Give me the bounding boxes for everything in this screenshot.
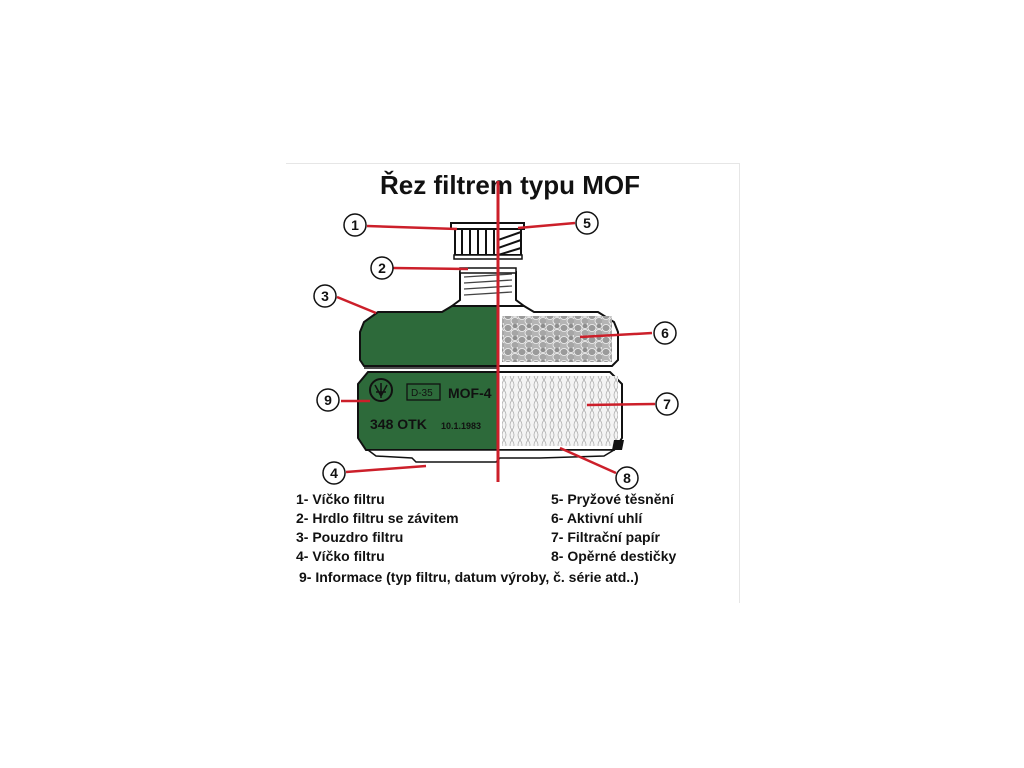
figure-frame-right: [739, 163, 740, 603]
callout-8: 8: [615, 466, 639, 490]
callout-3: 3: [313, 284, 337, 308]
callout-7: 7: [655, 392, 679, 416]
filter-paper-layer: [502, 376, 618, 446]
legend-item-5: 5- Pryžové těsnění: [551, 491, 674, 507]
legend-item-9: 9- Informace (typ filtru, datum výroby, …: [299, 569, 639, 585]
legend-item-2: 2- Hrdlo filtru se závitem: [296, 510, 459, 526]
callout-4: 4: [322, 461, 346, 485]
canister-cutaway: [497, 305, 624, 451]
legend-item-8: 8- Opěrné destičky: [551, 548, 677, 564]
leader-lines: [336, 221, 656, 475]
legend-item-6: 6- Aktivní uhlí: [551, 510, 643, 526]
legend-item-7: 7- Filtrační papír: [551, 529, 660, 545]
legend-item-4: 4- Víčko filtru: [296, 548, 385, 564]
legend-item-1: 1- Víčko filtru: [296, 491, 385, 507]
filter-date-label: 10.1.1983: [441, 421, 481, 431]
svg-text:2: 2: [378, 260, 386, 276]
svg-text:5: 5: [583, 215, 591, 231]
activated-carbon-layer: [502, 316, 612, 362]
svg-text:8: 8: [623, 470, 631, 486]
legend-item-3: 3- Pouzdro filtru: [296, 529, 404, 545]
manufacturer-emblem-icon: [369, 378, 393, 402]
callout-5: 5: [575, 211, 599, 235]
svg-text:7: 7: [663, 396, 671, 412]
filter-model-label: MOF-4: [448, 385, 492, 401]
canister-info-print: D-35 MOF-4 348 OTK 10.1.1983: [369, 378, 492, 432]
svg-text:9: 9: [324, 392, 332, 408]
svg-text:6: 6: [661, 325, 669, 341]
filter-serial-label: 348 OTK: [370, 416, 427, 432]
top-cap: [450, 222, 525, 260]
svg-text:1: 1: [351, 217, 359, 233]
canister-housing: [357, 305, 499, 451]
svg-text:3: 3: [321, 288, 329, 304]
figure-frame-top: [286, 163, 740, 164]
diagram-title: Řez filtrem typu MOF: [379, 170, 640, 200]
callout-2: 2: [370, 256, 394, 280]
callout-1: 1: [343, 213, 367, 237]
filter-badge-label: D-35: [411, 388, 433, 399]
callout-6: 6: [653, 321, 677, 345]
svg-text:4: 4: [330, 465, 338, 481]
threaded-neck: [449, 267, 527, 307]
callout-9: 9: [316, 388, 340, 412]
